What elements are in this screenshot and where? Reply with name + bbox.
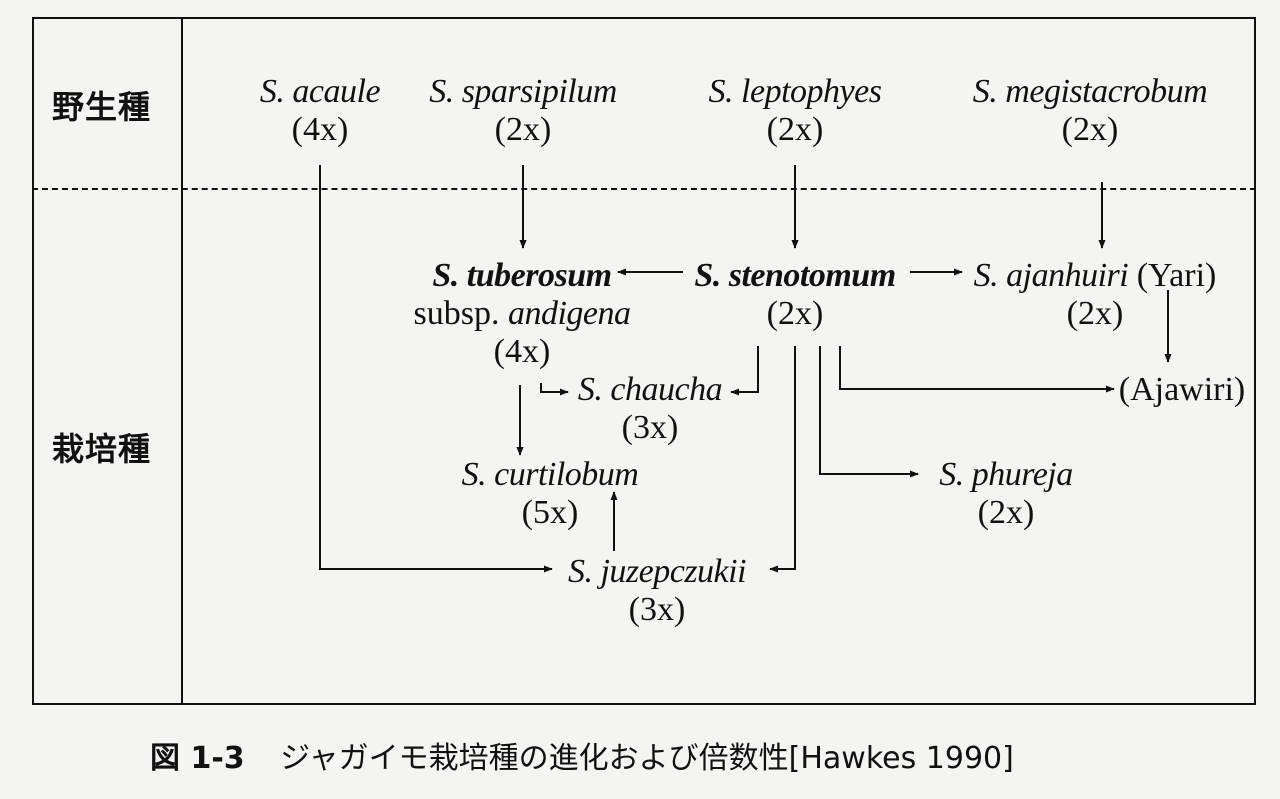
node-ploidy: (2x) [494, 111, 552, 148]
label-column-divider [181, 17, 183, 705]
row-label-cultivated: 栽培種 [52, 430, 152, 468]
node-ploidy: (2x) [977, 494, 1035, 531]
edge-stenotomum-phureja [819, 346, 919, 478]
node-ploidy: (2x) [766, 295, 824, 332]
node-ajanhuiri: S. ajanhuiri (Yari) (2x) [974, 257, 1217, 333]
node-ploidy: (2x) [766, 111, 824, 148]
node-alias: (Yari) [1136, 257, 1217, 294]
node-ploidy: (4x) [493, 333, 551, 370]
node-name: S. curtilobum [461, 456, 639, 493]
node-juzepczukii: S. juzepczukii (3x) [567, 553, 747, 629]
node-acaule: S. acaule (4x) [259, 73, 381, 149]
node-megistacrobum: S. megistacrobum (2x) [972, 73, 1208, 149]
node-name: S. phureja [939, 456, 1073, 493]
figure-number: 図 1-3 [150, 741, 245, 776]
node-ploidy: (3x) [621, 409, 679, 446]
edge-acaule-juzepczukii [319, 165, 553, 573]
node-phureja: S. phureja (2x) [939, 456, 1073, 532]
node-leptophyes: S. leptophyes (2x) [709, 73, 882, 149]
node-sparsipilum: S. sparsipilum (2x) [429, 73, 617, 149]
node-ploidy: (3x) [628, 591, 686, 628]
diagram-frame [32, 17, 1256, 705]
node-ploidy: (5x) [521, 494, 579, 531]
node-stenotomum: S. stenotomum (2x) [694, 257, 896, 333]
node-chaucha: S. chaucha (3x) [577, 371, 723, 447]
node-subsp-prefix: subsp. [413, 295, 500, 332]
node-name: S. acaule [259, 73, 381, 110]
figure-title: ジャガイモ栽培種の進化および倍数性[Hawkes 1990] [280, 741, 1014, 776]
row-label-wild: 野生種 [52, 88, 152, 126]
edge-stenotomum-juzepczukii [769, 346, 796, 573]
node-name: S. tuberosum [432, 257, 612, 294]
node-name: S. stenotomum [694, 257, 896, 294]
node-tuberosum: S. tuberosum subsp. andigena (4x) [413, 257, 631, 371]
node-name: S. leptophyes [708, 73, 882, 110]
node-name: S. ajanhuiri [973, 257, 1129, 294]
edge-stenotomum-ajawiri [839, 346, 1115, 393]
edge-tuberosum-chaucha [540, 383, 569, 396]
node-ploidy: (2x) [1061, 111, 1119, 148]
node-ajawiri: (Ajawiri) [1119, 371, 1246, 409]
node-subsp-name: andigena [507, 295, 631, 332]
node-name: (Ajawiri) [1118, 371, 1246, 408]
node-name: S. sparsipilum [429, 73, 617, 110]
figure-caption: 図 1-3 ジャガイモ栽培種の進化および倍数性[Hawkes 1990] [150, 733, 1014, 777]
node-ploidy: (2x) [1066, 295, 1124, 332]
node-name: S. chaucha [577, 371, 723, 408]
edge-stenotomum-chaucha [730, 346, 759, 396]
node-name: S. juzepczukii [567, 553, 747, 590]
node-curtilobum: S. curtilobum (5x) [462, 456, 639, 532]
node-name: S. megistacrobum [972, 73, 1208, 110]
wild-cultivated-divider [32, 188, 1256, 190]
node-ploidy: (4x) [291, 111, 349, 148]
